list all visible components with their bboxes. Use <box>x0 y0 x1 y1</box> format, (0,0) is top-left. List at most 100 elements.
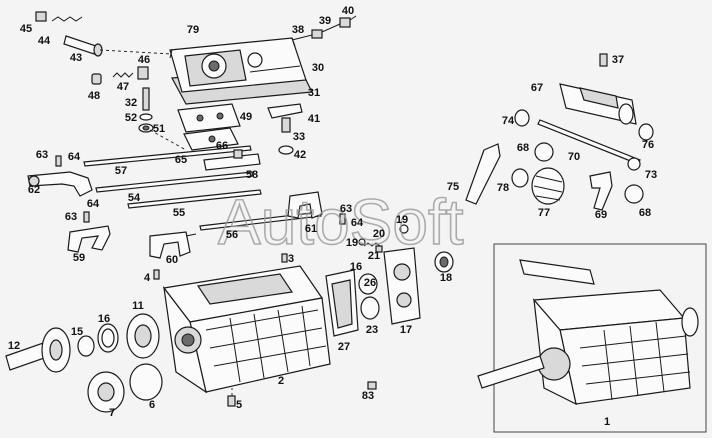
washer-51-hole <box>142 125 150 131</box>
shaft-flange-hub <box>49 339 63 361</box>
detent-parts-group <box>35 11 173 57</box>
callout-label: 64 <box>351 217 364 229</box>
plug-48 <box>91 73 102 85</box>
callout-label: 76 <box>642 139 654 151</box>
callout-label: 46 <box>138 54 150 66</box>
top-bolts-group <box>291 15 357 41</box>
callout-label: 11 <box>132 300 144 312</box>
bushing-76 <box>638 123 654 141</box>
callout-label: 58 <box>246 169 258 181</box>
seal-74 <box>514 109 530 127</box>
small-pins-group <box>358 224 409 253</box>
cover-7-bore <box>97 382 115 402</box>
shift-fork-62 <box>27 171 93 197</box>
main-housing-group <box>162 265 331 394</box>
callout-label: 55 <box>173 207 185 219</box>
assembly-inset-frame <box>493 243 707 433</box>
shift-rod-55 <box>127 189 262 209</box>
bolt-40-tip <box>349 15 357 21</box>
callout-label: 51 <box>153 123 165 135</box>
shift-cover-group <box>169 37 313 105</box>
input-shaft-group <box>5 313 163 413</box>
bolt-4 <box>153 269 160 280</box>
plug-45 <box>35 11 47 22</box>
callout-label: 78 <box>497 182 509 194</box>
callout-label: 16 <box>350 261 362 273</box>
spring-44 <box>51 16 83 22</box>
callout-label: 64 <box>87 198 100 210</box>
callout-label: 73 <box>645 169 657 181</box>
callout-label: 60 <box>166 254 178 266</box>
rear-housing-17 <box>383 247 421 325</box>
callout-label: 15 <box>71 326 83 338</box>
callout-label: 64 <box>68 151 81 163</box>
callout-label: 4 <box>144 272 151 284</box>
callout-label: 43 <box>70 52 82 64</box>
callout-label: 48 <box>88 90 100 102</box>
ring-16-rear <box>358 273 378 295</box>
shift-rods-group <box>83 145 322 231</box>
callout-label: 1 <box>604 416 610 428</box>
assembled-gearbox <box>477 259 699 406</box>
callout-label: 23 <box>366 324 378 336</box>
lever-41 <box>267 103 303 119</box>
callout-label: 32 <box>125 97 137 109</box>
callout-label: 83 <box>362 390 374 402</box>
fork-62-eye <box>28 175 40 187</box>
boot-77 <box>531 167 565 205</box>
callout-label: 31 <box>308 87 320 99</box>
cover-11-bore <box>134 324 152 348</box>
shift-rod-54 <box>95 171 254 193</box>
bolt-40 <box>339 17 351 28</box>
seal-18-center <box>439 256 449 268</box>
callout-label: 61 <box>305 223 317 235</box>
callout-label: 56 <box>226 229 238 241</box>
assembly-input-shaft <box>477 355 545 389</box>
callout-label: 79 <box>187 24 199 36</box>
leader-51 <box>149 129 187 151</box>
fork-58-boss <box>233 149 243 159</box>
callout-label: 62 <box>28 184 40 196</box>
selector-lever-group <box>267 103 303 155</box>
spring-20 <box>363 242 381 247</box>
callout-label: 2 <box>278 375 284 387</box>
shift-fork-60-group <box>149 231 197 259</box>
shift-rod-57 <box>83 145 252 167</box>
ball-19-a <box>399 224 409 234</box>
callout-label: 65 <box>175 154 187 166</box>
ring-73 <box>627 157 641 171</box>
bolt-39-shaft <box>321 23 341 33</box>
callout-label: 20 <box>373 228 385 240</box>
assembly-remote-housing <box>519 259 595 285</box>
callout-label: 21 <box>368 250 380 262</box>
cover-port <box>247 52 263 68</box>
callout-label: 40 <box>342 5 354 17</box>
breather-37 <box>599 53 608 67</box>
gasket-6 <box>129 363 163 401</box>
callout-label: 27 <box>338 341 350 353</box>
shift-fork-59-group <box>67 211 111 253</box>
housing-ribs <box>205 305 327 383</box>
bolt-32 <box>142 87 150 111</box>
callout-label: 17 <box>400 324 412 336</box>
shift-shaft-70 <box>537 119 641 165</box>
callout-label: 7 <box>109 407 115 419</box>
callout-label: 12 <box>8 340 20 352</box>
callout-label: 41 <box>308 113 320 125</box>
watermark-text: AutoSoft <box>218 186 464 258</box>
leader-43 <box>99 49 173 55</box>
bushing-68-b <box>624 184 644 204</box>
assembly-ribs <box>579 321 691 401</box>
callout-label: 59 <box>73 252 85 264</box>
shift-fork-60 <box>149 231 191 259</box>
ring-16-inner <box>101 328 115 348</box>
plug-83 <box>367 381 377 390</box>
housing-bearing-hole <box>181 333 195 347</box>
ring-23 <box>360 296 380 320</box>
block-78 <box>511 168 529 188</box>
callout-label: 54 <box>128 192 141 204</box>
bolt-washer-group <box>138 87 187 151</box>
bushing-68-a <box>534 142 554 162</box>
